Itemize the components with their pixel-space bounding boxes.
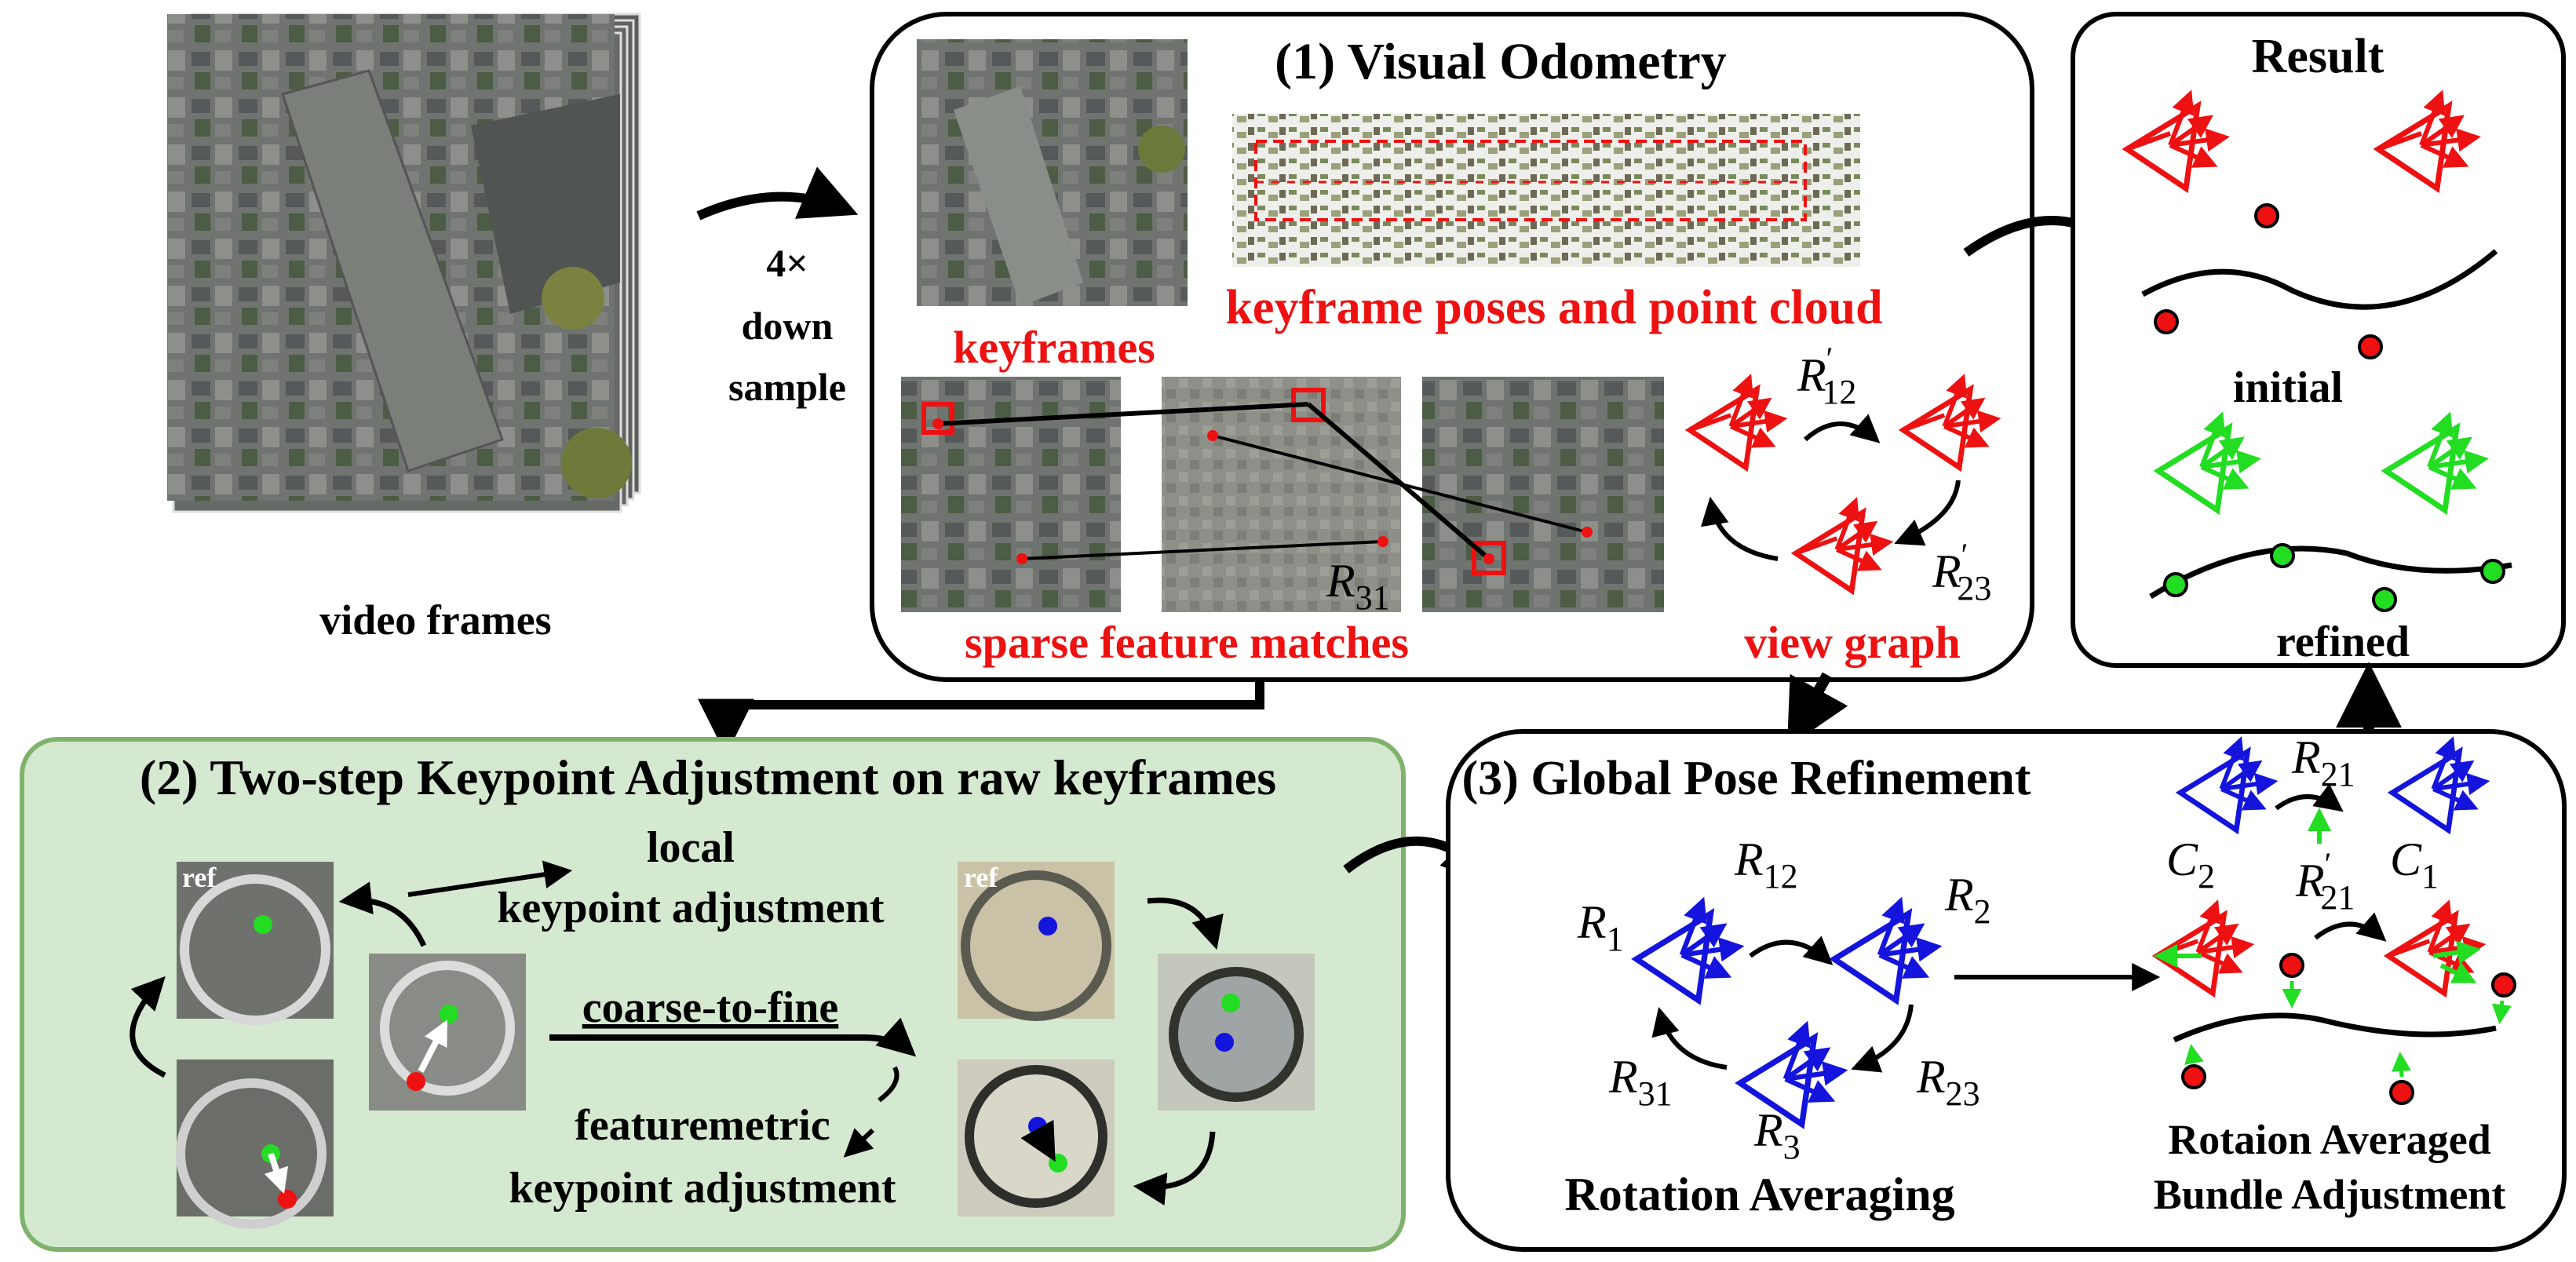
r23-label-vo: R′23 bbox=[1932, 537, 1991, 607]
point-cloud bbox=[1232, 114, 1860, 267]
r12-label-vo: R′12 bbox=[1797, 341, 1856, 411]
vo-title: (1) Visual Odometry bbox=[1275, 33, 1727, 90]
c2f-arrow bbox=[549, 1017, 917, 1057]
sparse-matches-label: sparse feature matches bbox=[965, 617, 1409, 668]
featuremetric-label-1: featuremetric bbox=[575, 1101, 830, 1150]
rotation-averaging-label: Rotation Averaging bbox=[1564, 1169, 1954, 1220]
R23-label: R23 bbox=[1916, 1051, 1980, 1113]
R3-label: R3 bbox=[1753, 1104, 1801, 1166]
local-label-1: local bbox=[647, 823, 735, 872]
result-initial-label: initial bbox=[2233, 363, 2343, 412]
local-pointer-arrow bbox=[407, 860, 573, 897]
vo-to-tka-arrow bbox=[698, 680, 1264, 756]
result-green-group bbox=[2149, 416, 2512, 612]
C2-label: C2 bbox=[2166, 833, 2215, 895]
downsample-arrow bbox=[696, 166, 859, 221]
R21-prime-label: R′21 bbox=[2295, 846, 2355, 917]
ref-tag-2: ref bbox=[964, 862, 998, 893]
result-refined-label: refined bbox=[2276, 618, 2410, 666]
featuremetric-label-2: keypoint adjustment bbox=[509, 1164, 896, 1213]
tka-loop-arrow-right-bottom bbox=[1133, 1131, 1216, 1205]
downsample-line3: sample bbox=[728, 365, 846, 409]
featuremetric-pointer-arrow bbox=[843, 1128, 875, 1158]
R2-label: R2 bbox=[1944, 869, 1991, 931]
ref-tag-1: ref bbox=[182, 862, 217, 893]
downsample-line1: 4× bbox=[766, 241, 808, 285]
gpr-panel bbox=[1446, 729, 2567, 1252]
R31-label: R31 bbox=[1608, 1051, 1673, 1113]
view-graph-label: view graph bbox=[1744, 617, 1961, 668]
c2f-lower-curve bbox=[878, 1066, 899, 1103]
c2f-label: coarse-to-fine bbox=[582, 983, 839, 1032]
R1-label: R1 bbox=[1577, 896, 1624, 958]
viewgraph-to-gpr-arrow bbox=[1786, 672, 1848, 748]
view-graph bbox=[1690, 378, 1997, 591]
result-refined-group bbox=[2127, 94, 2498, 359]
C1-label: C1 bbox=[2390, 833, 2439, 895]
video-frames-stack bbox=[167, 13, 641, 513]
tka-loop-arrow-right-top bbox=[1147, 897, 1224, 950]
rotation-averaging-graph bbox=[1636, 902, 1937, 1125]
keyframes-stack bbox=[917, 39, 1188, 306]
raba-label-2: Bundle Adjustment bbox=[2154, 1171, 2506, 1218]
keyframes-label: keyframes bbox=[953, 322, 1155, 373]
match-images bbox=[901, 377, 1664, 612]
raba-graph bbox=[2154, 741, 2516, 1105]
R21-top-label: R21 bbox=[2291, 731, 2355, 793]
r31-label-vo: R31 bbox=[1326, 555, 1390, 617]
tka-loop-arrow-top bbox=[338, 881, 427, 947]
tka-crops-left: ref bbox=[176, 862, 526, 1229]
tka-title: (2) Two-step Keypoint Adjustment on raw … bbox=[140, 750, 1276, 805]
video-frames-caption: video frames bbox=[319, 596, 551, 644]
gpr-title: (3) Global Pose Refinement bbox=[1462, 752, 2031, 805]
tka-loop-arrow-left bbox=[130, 976, 166, 1078]
downsample-line2: down bbox=[742, 304, 834, 348]
raba-label-1: Rotaion Averaged bbox=[2168, 1116, 2490, 1163]
poses-label: keyframe poses and point cloud bbox=[1225, 281, 1882, 334]
R12-label: R12 bbox=[1734, 833, 1798, 895]
result-title: Result bbox=[2252, 30, 2384, 83]
local-label-2: keypoint adjustment bbox=[497, 884, 885, 932]
tka-crops-right: ref bbox=[958, 862, 1315, 1216]
